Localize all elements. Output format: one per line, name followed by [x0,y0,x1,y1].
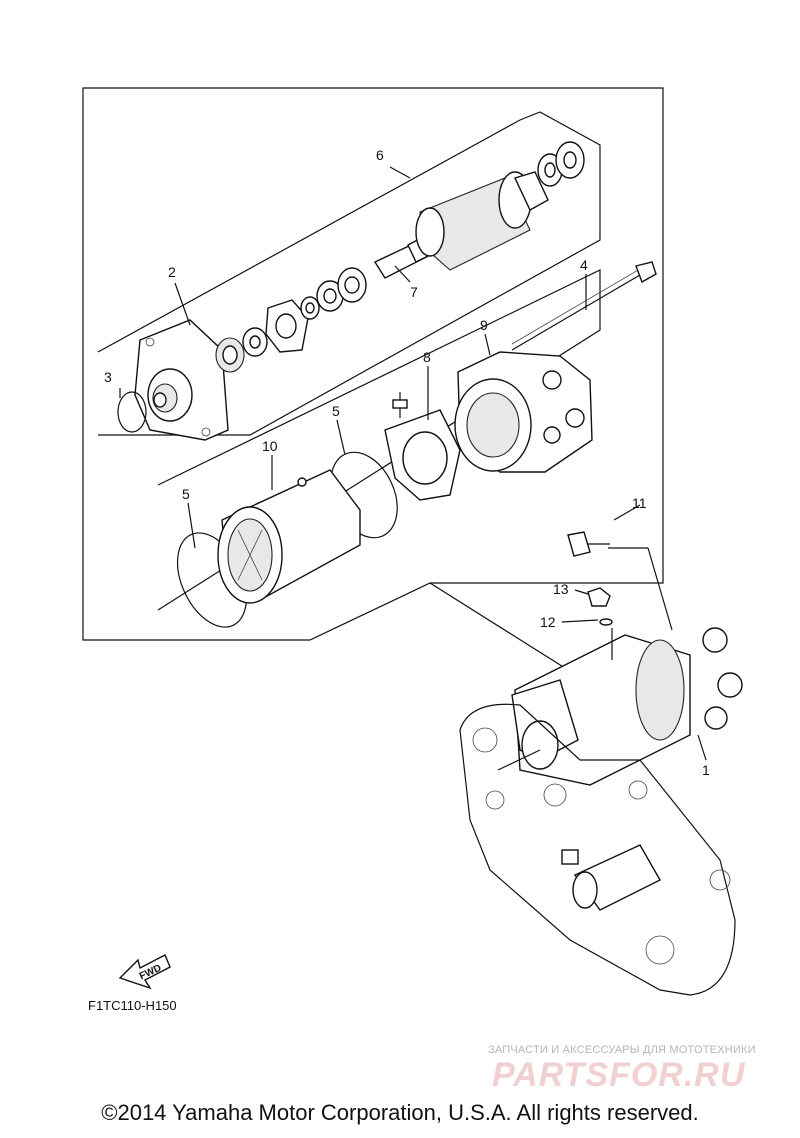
callout-10: 10 [262,438,278,454]
frame-leader [429,582,566,669]
watermark-logo: PARTSFOR.RU [492,1056,746,1094]
fwd-arrow-icon [118,954,171,990]
diagram-code: F1TC110-H150 [88,998,177,1013]
callout-3: 3 [104,369,112,385]
copyright-text: ©2014 Yamaha Motor Corporation, U.S.A. A… [101,1100,699,1125]
washer-stack [300,267,367,320]
o-ring-small [117,391,147,433]
nut-part [587,587,611,607]
through-bolt-part [511,261,657,351]
parts-diagram: 3 2 6 7 4 9 8 5 10 5 11 13 12 1 FWD F1TC… [82,87,743,1013]
group-bracket-upper [97,111,601,436]
armature-part [373,171,549,279]
bolt-part [567,531,610,557]
callout-12: 12 [540,614,556,630]
leader-lines [119,166,707,761]
callout-5-upper: 5 [332,403,340,419]
callout-11: 11 [632,495,647,511]
brush-plate-part [265,299,309,353]
washer-part [599,618,613,626]
bearing-part [215,327,268,373]
watermark-tagline: ЗАПЧАСТИ И АКСЕССУАРЫ ДЛЯ МОТОТЕХНИКИ [488,1044,756,1056]
callout-5-lower: 5 [182,486,190,502]
thrust-washers [537,141,585,187]
callout-9: 9 [480,317,488,333]
starter-motor-assembly [497,627,743,786]
group-bracket-lower [157,269,601,611]
rear-cover-part [454,351,593,473]
callout-8: 8 [423,349,431,365]
fwd-label: FWD [138,963,163,983]
callout-7: 7 [410,284,418,300]
callout-13: 13 [553,581,569,597]
frame-leader-3 [647,547,673,631]
front-cover-part [134,319,229,441]
callout-2: 2 [168,264,176,280]
callout-4: 4 [580,257,588,273]
engine-case-outline [459,703,736,996]
yoke-housing-part [217,469,361,604]
callout-1: 1 [702,762,710,778]
brush-holder-part [384,392,461,501]
callout-6: 6 [376,147,384,163]
